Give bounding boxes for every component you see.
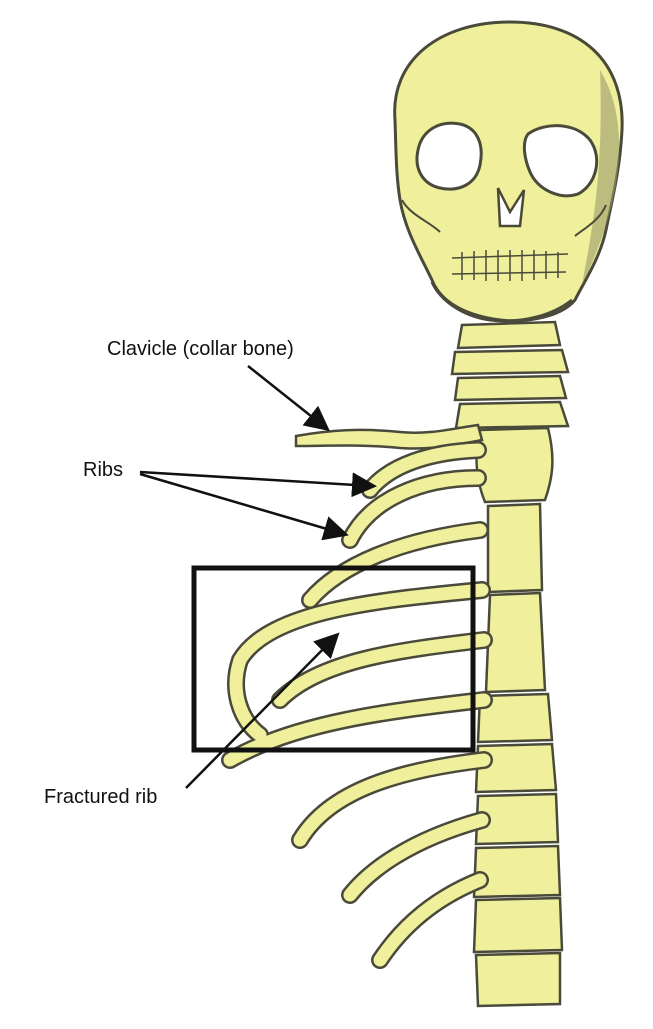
ribs-arrow-upper (139, 470, 377, 498)
ribs-label: Ribs (83, 459, 124, 481)
right-eye-socket (522, 124, 599, 198)
cervical-spine (450, 320, 570, 430)
spine (472, 426, 564, 1008)
skull (393, 20, 624, 323)
fracture-arrow (185, 632, 340, 789)
annotation-arrows (139, 365, 377, 789)
fracture-highlight-box (191, 565, 476, 753)
ribs-arrow-lower (139, 472, 349, 541)
clavicle-label: Clavicle (collar bone) (107, 338, 294, 360)
nasal-cavity (496, 187, 526, 228)
clavicle-arrow (247, 365, 330, 432)
fracture-marks (332, 622, 354, 646)
left-eye-socket (415, 121, 483, 191)
ribs (221, 441, 493, 969)
fractured-rib-label: Fractured rib (44, 786, 158, 808)
clavicle-bone (294, 423, 484, 450)
teeth (451, 250, 569, 281)
